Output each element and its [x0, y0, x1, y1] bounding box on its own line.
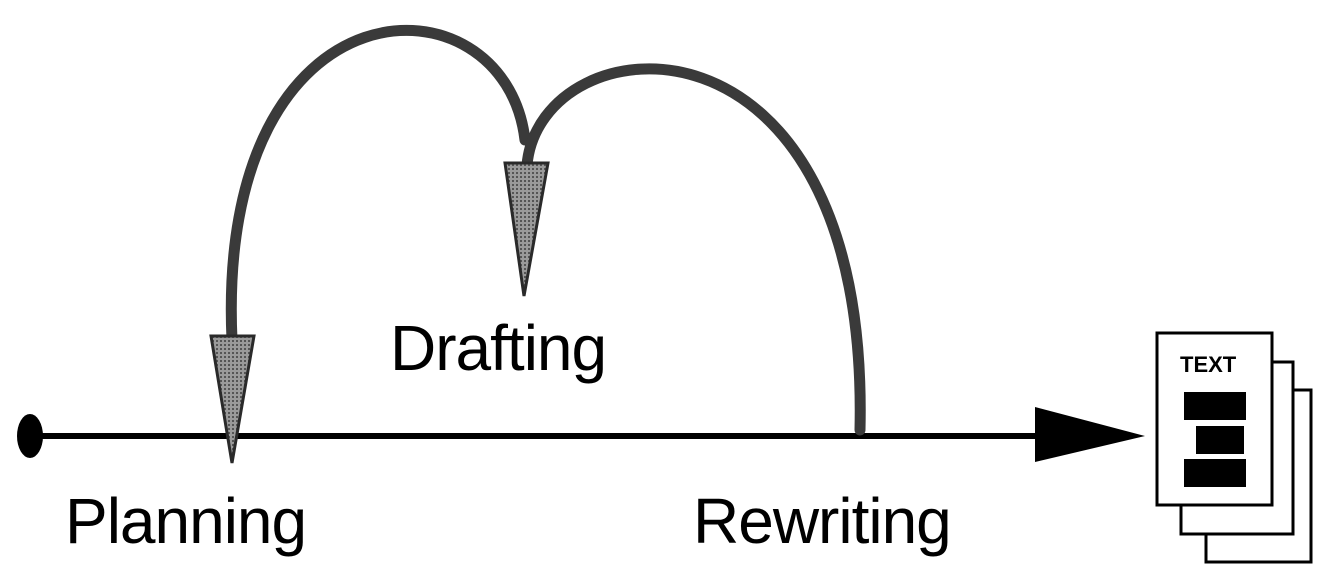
- document-stack-icon: TEXT: [1155, 331, 1313, 564]
- planning-arrowhead: [209, 334, 256, 464]
- arc-drafting-to-planning: [225, 24, 531, 346]
- stage-label-rewriting: Rewriting: [693, 485, 951, 557]
- stage-label-drafting: Drafting: [390, 312, 606, 384]
- arc-rewriting-to-drafting: [521, 63, 866, 436]
- stage-label-planning: Planning: [65, 485, 306, 557]
- document-label: TEXT: [1180, 352, 1237, 377]
- document-text-block-2: [1196, 426, 1244, 454]
- timeline-arrowhead: [1035, 407, 1145, 462]
- document-text-block-3: [1184, 459, 1246, 487]
- document-text-block-1: [1184, 392, 1246, 420]
- drafting-arrowhead: [503, 161, 550, 297]
